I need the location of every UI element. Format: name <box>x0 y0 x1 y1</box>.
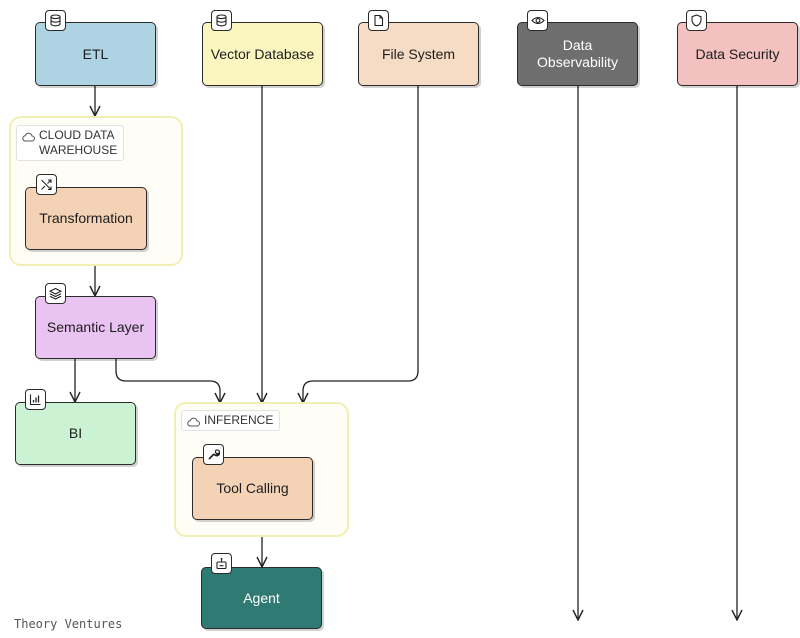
bi-label: BI <box>68 425 83 441</box>
etl-label: ETL <box>82 45 109 62</box>
data-observability-label-line1: Data <box>562 37 593 53</box>
cloud-icon <box>187 416 200 431</box>
cloud-data-warehouse-label-line2: WAREHOUSE <box>39 143 118 157</box>
semantic-layer-node: Semantic Layer <box>35 296 156 359</box>
bar-chart-icon <box>25 389 46 410</box>
etl-node: ETL <box>35 22 156 86</box>
bi-node: BI <box>15 402 136 465</box>
shield-icon <box>686 10 707 31</box>
vector-database-node: Vector Database <box>202 22 323 86</box>
cloud-icon <box>22 131 35 146</box>
inference-label-text: INFERENCE <box>204 413 274 427</box>
database-icon <box>211 10 232 31</box>
tool-calling-node: Tool Calling <box>192 457 313 520</box>
file-system-node: File System <box>358 22 479 86</box>
cloud-data-warehouse-label-line1: CLOUD DATA <box>39 128 115 142</box>
data-observability-label-line2: Observability <box>537 54 618 70</box>
data-security-node: Data Security <box>677 22 798 86</box>
data-security-label: Data Security <box>695 45 780 62</box>
edge-file-system-to-inference <box>303 86 419 403</box>
transformation-node: Transformation <box>25 187 147 250</box>
robot-icon <box>211 553 232 574</box>
file-icon <box>368 10 389 31</box>
inference-label: INFERENCE <box>181 410 281 431</box>
edge-semantic-layer-to-inference <box>115 359 220 403</box>
semantic-layer-label: Semantic Layer <box>46 319 145 335</box>
cloud-data-warehouse-label: CLOUD DATA WAREHOUSE <box>16 125 125 161</box>
eye-icon <box>527 10 548 31</box>
layers-icon <box>45 283 66 304</box>
vector-database-label: Vector Database <box>210 45 315 62</box>
shuffle-icon <box>36 174 57 195</box>
transformation-label: Transformation <box>39 210 133 226</box>
agent-node: Agent <box>201 567 322 629</box>
agent-label: Agent <box>243 589 280 606</box>
tool-calling-label: Tool Calling <box>216 480 289 496</box>
footer-brand: Theory Ventures <box>14 617 123 631</box>
data-observability-node: Data Observability <box>517 22 638 86</box>
wrench-icon <box>203 444 224 465</box>
file-system-label: File System <box>381 45 456 62</box>
database-icon <box>45 10 66 31</box>
